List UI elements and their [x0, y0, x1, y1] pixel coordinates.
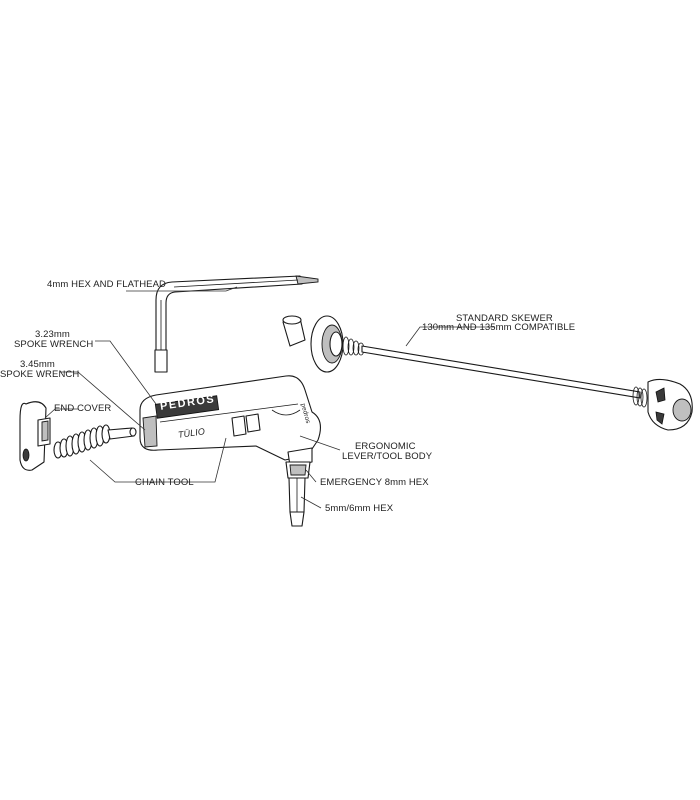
label-hex-flathead: 4mm HEX AND FLATHEAD	[47, 279, 167, 290]
hex-bit-icon	[285, 461, 311, 527]
label-skewer-compat: 130mm AND 135mm COMPATIBLE	[422, 322, 576, 333]
label-hex-5-6: 5mm/6mm HEX	[325, 503, 394, 514]
leader-hex-flathead	[126, 286, 238, 292]
label-lever-body: LEVER/TOOL BODY	[342, 451, 433, 462]
leader-skewer	[405, 326, 495, 347]
spring-icon	[53, 424, 111, 459]
leader-hex-5-6	[300, 496, 322, 509]
leader-chain-tool	[89, 437, 227, 483]
label-spoke-323-name: SPOKE WRENCH	[14, 339, 94, 350]
lever-body-icon	[139, 375, 321, 467]
hex-key-icon	[154, 275, 319, 373]
label-chain-tool: CHAIN TOOL	[135, 477, 194, 488]
leader-end-cover	[44, 408, 78, 419]
end-cover-icon	[19, 401, 51, 471]
skewer-icon	[282, 315, 693, 431]
label-end-cover: END COVER	[54, 403, 112, 414]
chain-pin-icon	[107, 427, 137, 440]
label-lever-title: ERGONOMIC	[355, 441, 416, 452]
leader-lever	[299, 435, 341, 451]
leader-spoke-345	[60, 371, 146, 431]
label-spoke-345-size: 3.45mm	[20, 359, 55, 370]
label-spoke-345-name: SPOKE WRENCH	[0, 369, 80, 380]
leader-spoke-323	[95, 340, 157, 405]
label-spoke-323-size: 3.23mm	[35, 329, 70, 340]
leader-emergency-hex	[305, 469, 317, 483]
label-emergency-hex: EMERGENCY 8mm HEX	[320, 477, 429, 488]
label-skewer-title: STANDARD SKEWER	[456, 313, 553, 324]
